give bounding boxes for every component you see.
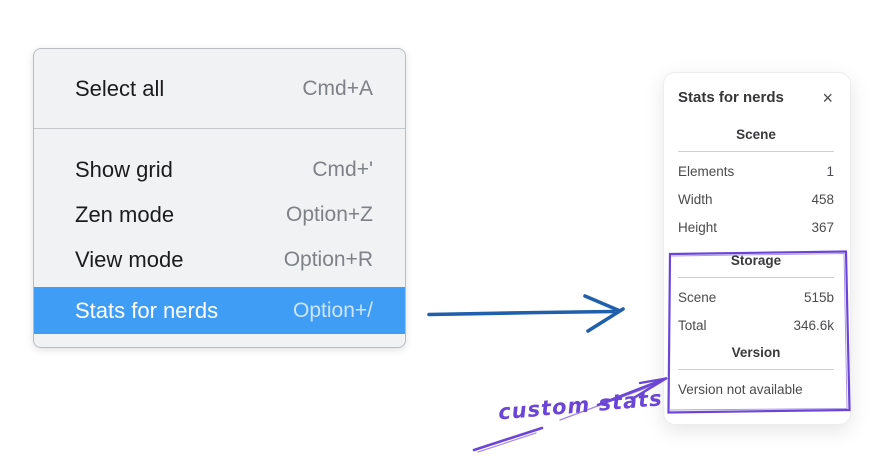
menu-section-top: Select all Cmd+A [34,49,405,128]
stat-label: Height [678,219,718,235]
menu-item-shortcut: Cmd+' [312,157,373,181]
stat-row-elements: Elements 1 [678,157,834,185]
stat-value: 346.6k [793,317,834,333]
menu-item-label: Show grid [75,156,173,182]
stat-value: 458 [811,191,834,207]
stats-panel: Stats for nerds × Scene Elements 1 Width… [663,72,851,425]
section-header-scene: Scene [736,127,776,142]
stat-value: 515b [803,289,834,305]
menu-item-show-grid[interactable]: Show grid Cmd+' [34,147,405,192]
context-menu: Select all Cmd+A Show grid Cmd+' Zen mod… [33,48,406,348]
menu-section-bottom: Show grid Cmd+' Zen mode Option+Z View m… [34,129,405,334]
stat-label: Elements [678,163,735,179]
menu-item-label: Select all [75,75,165,101]
menu-item-shortcut: Option+R [283,247,373,271]
menu-item-shortcut: Option+Z [286,202,373,226]
divider [678,369,834,370]
menu-item-label: Stats for nerds [75,297,219,323]
stat-value: 367 [811,219,834,235]
menu-item-stats-for-nerds[interactable]: Stats for nerds Option+/ [34,287,405,334]
blue-arrow [427,294,625,333]
menu-item-shortcut: Option+/ [293,298,373,322]
divider [678,151,834,152]
stat-row-height: Height 367 [678,213,834,241]
stats-panel-titlebar: Stats for nerds × [678,87,834,108]
stat-value: 1 [826,163,834,179]
menu-separator [34,128,405,129]
section-header-version: Version [731,345,781,360]
menu-item-shortcut: Cmd+A [302,76,373,100]
menu-item-select-all[interactable]: Select all Cmd+A [34,66,405,111]
menu-item-zen-mode[interactable]: Zen mode Option+Z [34,192,405,237]
menu-item-label: Zen mode [75,201,175,227]
stat-label: Total [678,317,707,333]
stat-row-scene-storage: Scene 515b [678,283,834,311]
version-note: Version not available [678,381,803,397]
section-header-storage: Storage [730,253,782,268]
stat-row-width: Width 458 [678,185,834,213]
stats-panel-title: Stats for nerds [678,89,784,106]
annotation-label: custom stats [497,386,664,425]
stat-label: Width [678,191,713,207]
stat-label: Scene [678,289,717,305]
stat-row-total-storage: Total 346.6k [678,311,834,339]
menu-item-view-mode[interactable]: View mode Option+R [34,237,405,282]
close-icon[interactable]: × [822,87,833,108]
menu-item-label: View mode [75,246,184,272]
divider [678,277,834,278]
